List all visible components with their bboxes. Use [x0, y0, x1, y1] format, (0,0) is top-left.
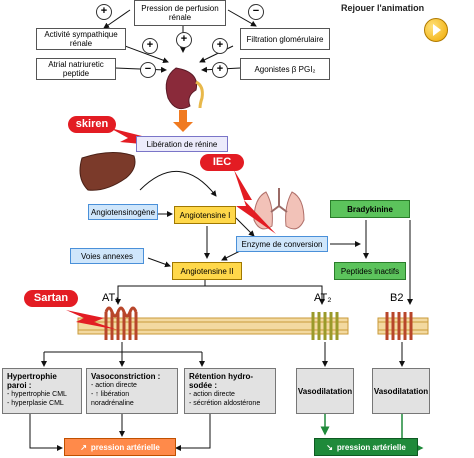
plus-sign: + [176, 32, 192, 48]
vasoconstriction-box: Vasoconstriction : - action directe - ↑ … [86, 368, 178, 414]
pression-up-box: ↗ pression artérielle [64, 438, 176, 456]
vasodilatation-box: Vasodilatation [372, 368, 430, 414]
plus-sign: + [212, 38, 228, 54]
renin-arrow [173, 110, 193, 132]
liberation-renine-box: Libération de rénine [136, 136, 228, 152]
voies-annexes-box: Voies annexes [70, 248, 144, 264]
play-button[interactable] [424, 18, 448, 42]
pression-down-box: ↘ pression artérielle [314, 438, 418, 456]
minus-sign: − [248, 4, 264, 20]
angiotensinogene-box: Angiotensinogène [88, 204, 158, 220]
pression-perfusion-box: Pression de perfusion rénale [134, 0, 226, 26]
activite-sympathique-box: Activité sympathique rénale [36, 28, 126, 50]
b2-receptor-shape [385, 312, 413, 340]
pathway-arrows [29, 9, 413, 451]
angiotensine-1-box: Angiotensine I [174, 206, 236, 224]
sartan-label: Sartan [24, 290, 78, 307]
atrial-natriuretic-box: Atrial natriuretic peptide [36, 58, 116, 80]
skiren-label: skiren [68, 116, 116, 133]
agonistes-box: Agonistes β PGI₂ [240, 58, 330, 80]
sartan-inhibition-bolt [66, 310, 118, 330]
arrow-up-right-icon: ↗ [80, 442, 87, 452]
minus-sign: − [140, 62, 156, 78]
filtration-box: Filtration glomérulaire [240, 28, 330, 50]
bradykinine-box: Bradykinine [330, 200, 410, 218]
retention-box: Rétention hydro-sodée : - action directe… [184, 368, 276, 414]
liver-illustration [79, 152, 136, 191]
peptides-inactifs-box: Peptides inactifs [334, 262, 406, 280]
arrow-down-right-icon: ↘ [326, 442, 333, 452]
hypertrophie-box: Hypertrophie paroi : - hypertrophie CML … [2, 368, 82, 414]
iec-label: IEC [200, 154, 244, 171]
b2-label: B2 [390, 292, 404, 304]
at2-receptor-shape [311, 312, 339, 340]
at1-label: AT₁ [102, 292, 119, 304]
replay-animation-label[interactable]: Rejouer l'animation [341, 3, 425, 13]
vasodilatation-box: Vasodilatation [296, 368, 354, 414]
cell-membrane [77, 317, 429, 335]
at2-label: AT₂ [314, 292, 332, 304]
plus-sign: + [142, 38, 158, 54]
enzyme-conversion-box: Enzyme de conversion [236, 236, 328, 252]
kidney-illustration [165, 67, 204, 110]
plus-sign: + [96, 4, 112, 20]
plus-sign: + [212, 62, 228, 78]
angiotensine-2-box: Angiotensine II [172, 262, 242, 280]
